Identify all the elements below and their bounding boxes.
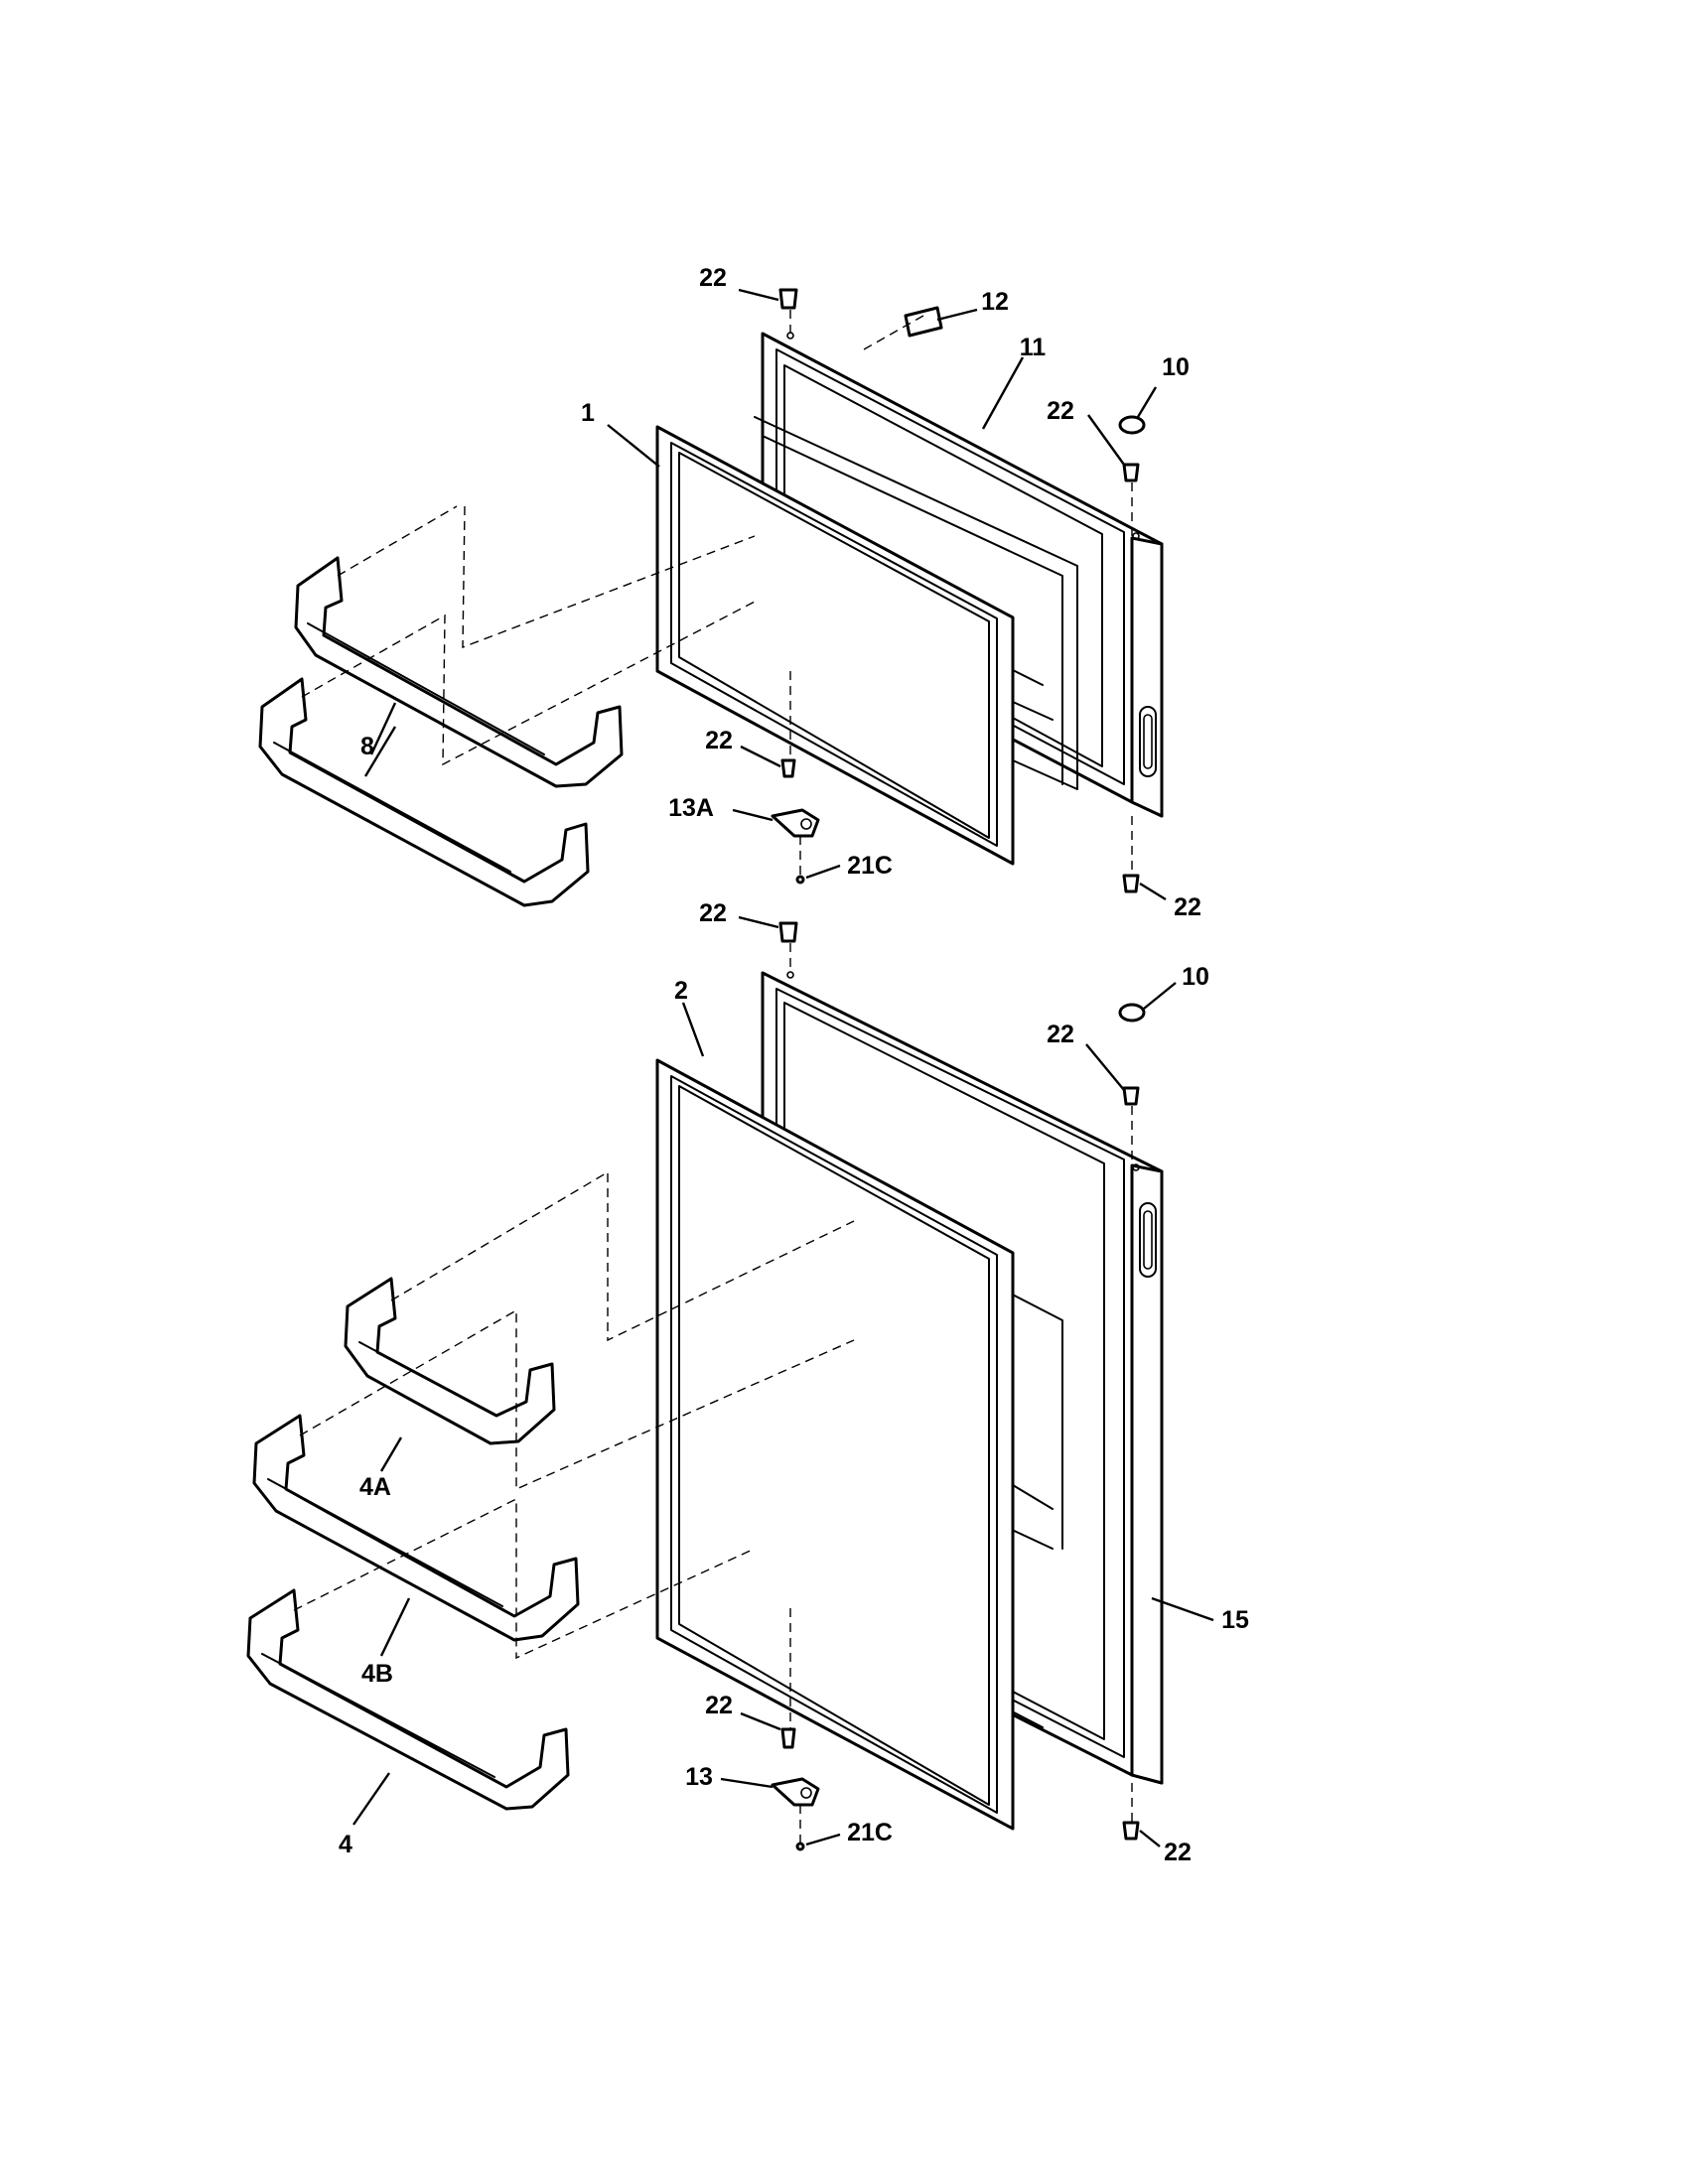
callout-4b: 4B [361,1660,393,1688]
callout-22: 22 [1174,893,1201,921]
freezer-door-gasket [655,425,1015,866]
callout-22: 22 [1164,1839,1192,1866]
callout-22: 22 [699,899,727,927]
callout-22: 22 [1047,397,1074,425]
callout-21c: 21C [847,1819,893,1846]
fresh-food-door-gasket [655,1058,1015,1831]
callout-4: 4 [339,1831,352,1858]
callout-10: 10 [1182,963,1209,991]
part-callouts: 22 12 11 10 22 1 8 22 13A 21C 22 22 10 2… [339,264,1249,1866]
leader-lines [352,288,1214,1847]
callout-11: 11 [1020,334,1047,361]
assembly-guide-lines [293,310,1133,1844]
callout-22: 22 [1047,1021,1074,1048]
callout-12: 12 [981,288,1009,316]
callout-4a: 4A [359,1473,391,1501]
callout-10: 10 [1162,353,1190,381]
callout-8: 8 [360,733,374,760]
hinge-hardware [771,288,1146,1851]
callout-22: 22 [705,1692,733,1719]
door-racks [246,556,624,1811]
callout-21c: 21C [847,852,893,880]
callout-13: 13 [685,1763,713,1791]
callout-22: 22 [705,727,733,754]
callout-13a: 13A [668,794,714,822]
callout-15: 15 [1221,1606,1249,1634]
callout-1: 1 [581,399,595,427]
callout-2: 2 [674,977,688,1005]
callout-22: 22 [699,264,727,292]
